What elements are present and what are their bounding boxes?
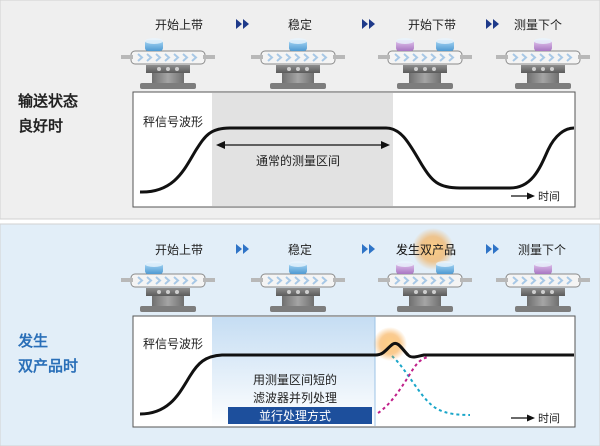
- parallel-processing-badge-label: 並行处理方式: [259, 408, 331, 423]
- top-stage-label-2: 稳定: [288, 17, 312, 32]
- top-chart-label: 秤信号波形: [143, 115, 203, 129]
- bottom-weight-waveform-peak: [375, 341, 410, 357]
- bottom-filter-curve-magenta: [377, 356, 429, 414]
- top-period-label: 通常的测量区间: [256, 153, 340, 168]
- conveyor-unit-b4: [496, 261, 590, 312]
- top-time-label: 时间: [538, 190, 560, 203]
- conveyor-unit-b2: [251, 261, 345, 312]
- stage-arrow-b0: [236, 244, 249, 254]
- top-period-arrowhead-right: [381, 141, 390, 149]
- bottom-time-arrowhead: [527, 414, 535, 422]
- stage-arrow-b1: [362, 244, 375, 254]
- bottom-note-line2: 滤波器并列处理: [253, 391, 337, 405]
- bottom-stage-label-4: 测量下个: [518, 243, 566, 257]
- top-row-label-line1: 输送状态: [18, 92, 78, 110]
- top-weight-waveform: [139, 126, 575, 194]
- conveyor-unit-b1: [121, 261, 215, 312]
- bottom-chart-label: 秤信号波形: [143, 337, 203, 351]
- top-row-label-line2: 良好时: [18, 117, 63, 135]
- conveyor-unit-t2: [251, 38, 345, 89]
- top-time-arrowhead: [527, 192, 535, 200]
- stage-arrow-t1: [362, 19, 375, 29]
- bottom-stage-label-3-overlay: 发生双产品: [396, 242, 456, 257]
- double-product-glow-title: [412, 228, 454, 270]
- bottom-row-label-line2: 双产品时: [18, 357, 78, 375]
- stage-arrow-t2: [486, 19, 499, 29]
- conveyor-unit-t3: [378, 38, 472, 89]
- bottom-row-label-line1: 发生: [17, 332, 48, 350]
- bottom-time-label: 时间: [538, 412, 560, 425]
- bottom-note-line1: 用测量区间短的: [253, 372, 337, 387]
- bottom-stage-label-1: 开始上带: [155, 243, 203, 257]
- conveyor-unit-b3: [378, 261, 472, 312]
- top-period-arrowhead-left: [216, 141, 225, 149]
- parallel-processing-badge: [228, 407, 372, 424]
- stage-arrow-t0: [236, 19, 249, 29]
- bottom-stage-label-2: 稳定: [288, 242, 312, 257]
- conveyor-unit-t1: [121, 38, 215, 89]
- top-stage-label-3: 开始下带: [408, 18, 456, 32]
- top-stage-label-4: 测量下个: [514, 18, 562, 32]
- bottom-filter-curve-cyan: [391, 355, 471, 416]
- stage-arrow-b2: [486, 244, 499, 254]
- top-stage-label-1: 开始上带: [155, 18, 203, 32]
- top-normal-period-band: [212, 93, 393, 206]
- conveyor-unit-t4: [496, 38, 590, 89]
